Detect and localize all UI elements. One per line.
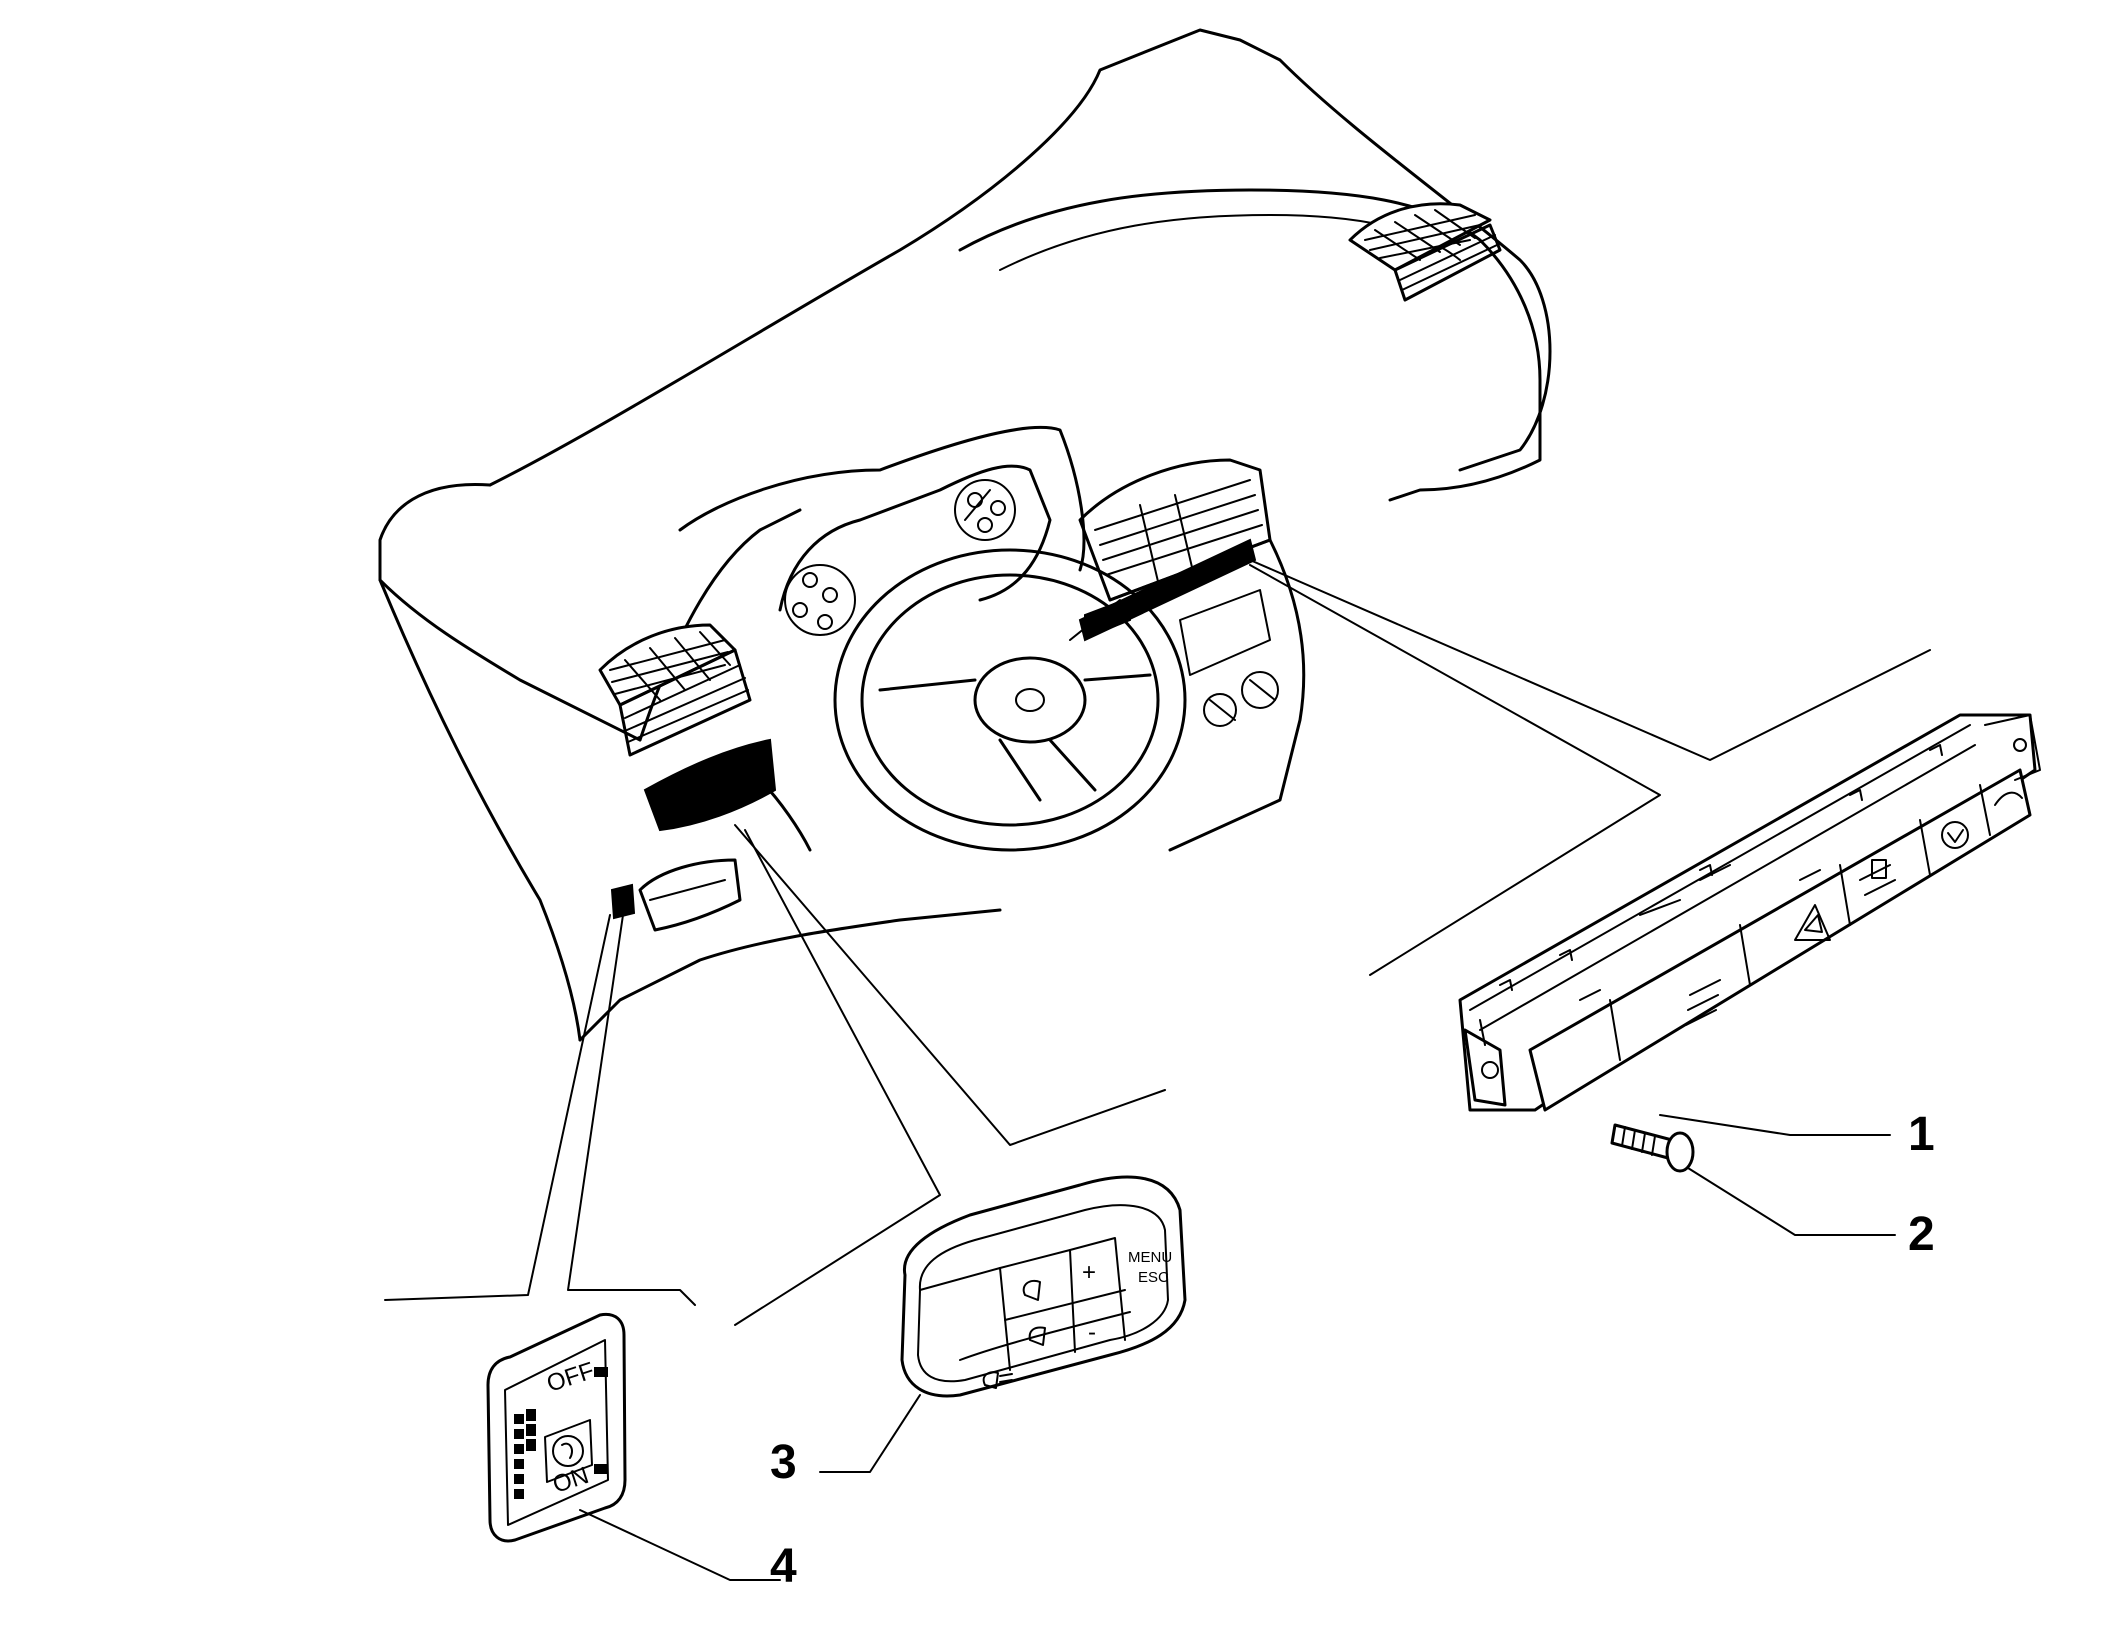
minus-button-label: - bbox=[1088, 1319, 1096, 1346]
part-3-leader bbox=[819, 1394, 921, 1473]
steering-wheel bbox=[833, 548, 1187, 852]
callout-part-3: 3 bbox=[770, 1436, 797, 1489]
part-1-switch-panel bbox=[1458, 713, 2041, 1112]
callout-part-2: 2 bbox=[1908, 1208, 1935, 1261]
left-vent-grille bbox=[609, 631, 731, 701]
part-4-level-switch bbox=[486, 1312, 627, 1543]
menu-button-label: MENU bbox=[1128, 1249, 1172, 1266]
callout-part-4: 4 bbox=[770, 1540, 797, 1593]
callout-part-1: 1 bbox=[1908, 1108, 1935, 1161]
part-2-screw bbox=[1610, 1123, 1695, 1173]
leader-lines bbox=[384, 559, 1931, 1326]
part-3-control-pad bbox=[900, 1175, 1187, 1398]
part-4-leader bbox=[579, 1509, 781, 1581]
plus-button-label: + bbox=[1082, 1259, 1096, 1286]
dashboard bbox=[378, 28, 1552, 1042]
esc-button-label: ESC bbox=[1138, 1269, 1169, 1286]
part-1-leader bbox=[1659, 1114, 1891, 1136]
instrument-gauges bbox=[784, 479, 1016, 636]
part-2-leader bbox=[1687, 1167, 1896, 1236]
